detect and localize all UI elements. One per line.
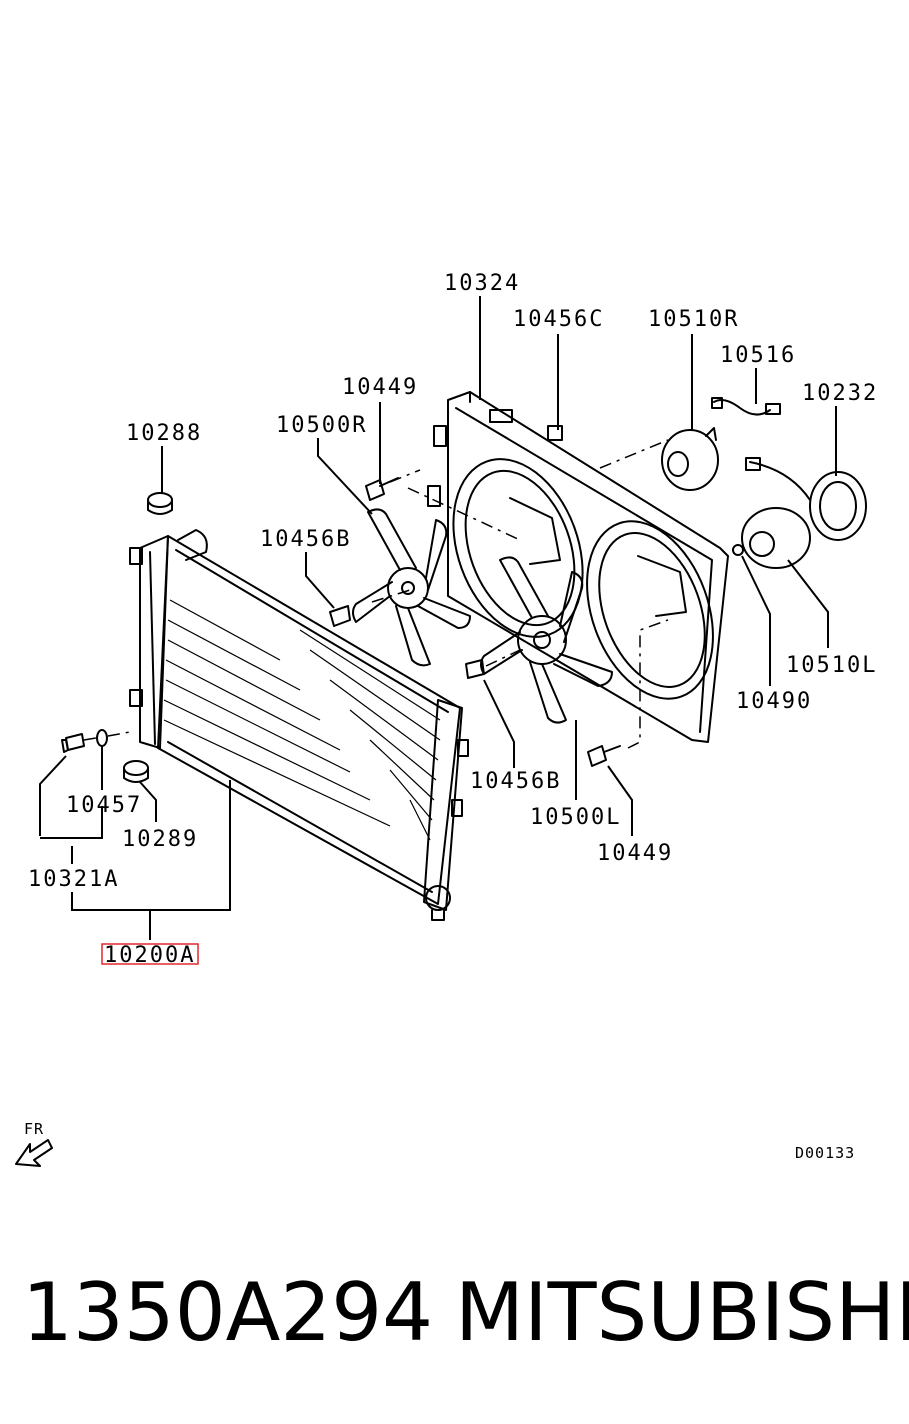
label-10510L: 10510L — [786, 653, 877, 678]
label-10457: 10457 — [66, 793, 142, 818]
fan-right-drawing — [352, 508, 471, 667]
label-10289: 10289 — [122, 827, 198, 852]
wiring-harness-10516-drawing — [711, 397, 781, 416]
front-marker-text: FR — [24, 1120, 44, 1138]
fan-left-drawing — [480, 556, 613, 724]
fan-motor-left-drawing — [732, 507, 811, 569]
label-10288: 10288 — [126, 421, 202, 446]
radiator-drawing — [129, 529, 469, 921]
fan-motor-right-drawing — [661, 427, 719, 491]
label-10324: 10324 — [444, 271, 520, 296]
rubber-mount-top-icon — [147, 492, 173, 515]
brand-name: MITSUBISHI — [455, 1266, 909, 1359]
label-10500L: 10500L — [530, 805, 621, 830]
label-10510R: 10510R — [648, 307, 739, 332]
label-10456B-bottom: 10456B — [470, 769, 561, 794]
rubber-mount-bottom-icon — [123, 760, 149, 783]
label-10490: 10490 — [736, 689, 812, 714]
label-10321A: 10321A — [28, 867, 119, 892]
fan-shroud-drawing — [427, 391, 729, 743]
label-10500R: 10500R — [276, 413, 367, 438]
drawing-code: D00133 — [795, 1144, 855, 1162]
label-10232: 10232 — [802, 381, 878, 406]
label-10456B-left: 10456B — [260, 527, 351, 552]
label-10516: 10516 — [720, 343, 796, 368]
clip-10456B-bottom-icon — [465, 659, 485, 679]
leader-lines — [39, 296, 837, 940]
clip-10456B-left-icon — [329, 605, 351, 627]
label-10456C: 10456C — [513, 307, 604, 332]
fan-cover-10232-drawing — [745, 457, 867, 541]
front-arrow-icon — [15, 1139, 53, 1167]
label-10449-top: 10449 — [342, 375, 418, 400]
bolt-10449-bottom-icon — [587, 745, 621, 767]
highlight-box-10200A — [101, 943, 199, 965]
radiator-core-fins — [163, 599, 441, 841]
o-ring-icon — [96, 729, 108, 747]
label-10449-bottom: 10449 — [597, 841, 673, 866]
drain-plug-icon — [61, 733, 85, 753]
part-number: 1350A294 — [22, 1266, 433, 1359]
